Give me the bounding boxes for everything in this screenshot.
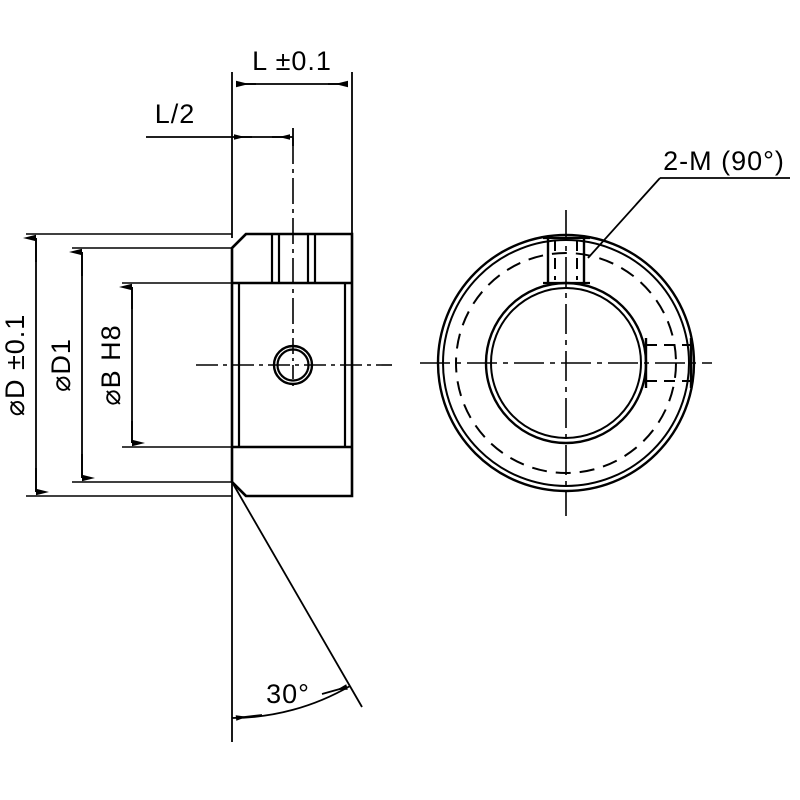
dimension-length-half: L/2	[146, 99, 294, 146]
screw-hole-top-end-view	[543, 236, 590, 285]
arrow-angle-left	[235, 714, 263, 721]
front-view	[196, 138, 392, 498]
dimension-label-middle-diameter: ⌀D1	[46, 338, 76, 392]
dimension-label-chamfer-angle: 30°	[266, 679, 310, 709]
chamfer-top-left	[231, 233, 247, 249]
dimension-label-length-half: L/2	[155, 99, 196, 129]
screw-hole-right-end-view	[644, 338, 693, 388]
dimension-middle-diameter: ⌀D1	[46, 247, 232, 483]
arrow-angle-right	[321, 684, 348, 695]
set-screw-hole-front	[272, 340, 314, 390]
dimension-chamfer-angle: 30°	[231, 481, 363, 742]
annotation-screw-callout: 2-M (90°)	[663, 146, 785, 176]
dimension-label-outer-diameter: ⌀D ±0.1	[0, 314, 30, 417]
leader-line-diagonal	[587, 177, 661, 259]
screw-callout-leader: 2-M (90°)	[587, 146, 790, 259]
dimension-outer-diameter: ⌀D ±0.1	[0, 233, 232, 497]
dimension-label-length: L ±0.1	[252, 46, 332, 76]
end-view: 2-M (90°)	[420, 146, 790, 516]
dimension-label-bore-diameter: ⌀B H8	[96, 324, 126, 405]
dimension-length-overall: L ±0.1	[231, 46, 353, 238]
top-screw-projection	[270, 234, 317, 283]
dimension-bore-diameter: ⌀B H8	[96, 282, 232, 448]
angle-sloped-reference	[231, 481, 363, 708]
